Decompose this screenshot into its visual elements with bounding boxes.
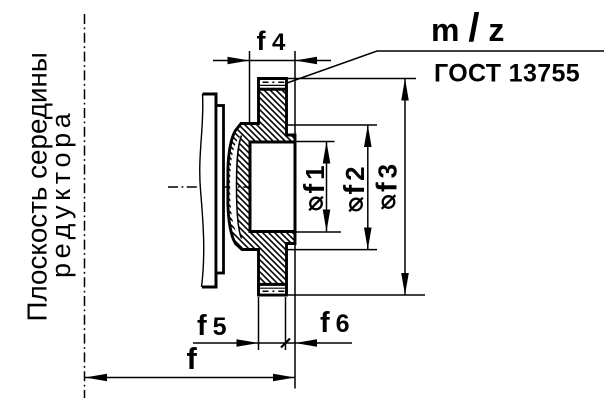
svg-text:f: f xyxy=(187,341,198,376)
svg-text:Плоскость середины: Плоскость середины xyxy=(22,52,53,321)
svg-text:f6: f6 xyxy=(320,307,350,339)
svg-text:f4: f4 xyxy=(257,26,287,56)
svg-text:ГОСТ 13755: ГОСТ 13755 xyxy=(434,60,580,88)
svg-text:f2: f2 xyxy=(339,166,371,194)
svg-text:f1: f1 xyxy=(299,165,331,193)
svg-text:m / z: m / z xyxy=(431,6,504,50)
svg-text:f3: f3 xyxy=(372,164,404,192)
svg-text:редуктора: редуктора xyxy=(46,109,76,278)
svg-text:f5: f5 xyxy=(197,310,227,342)
